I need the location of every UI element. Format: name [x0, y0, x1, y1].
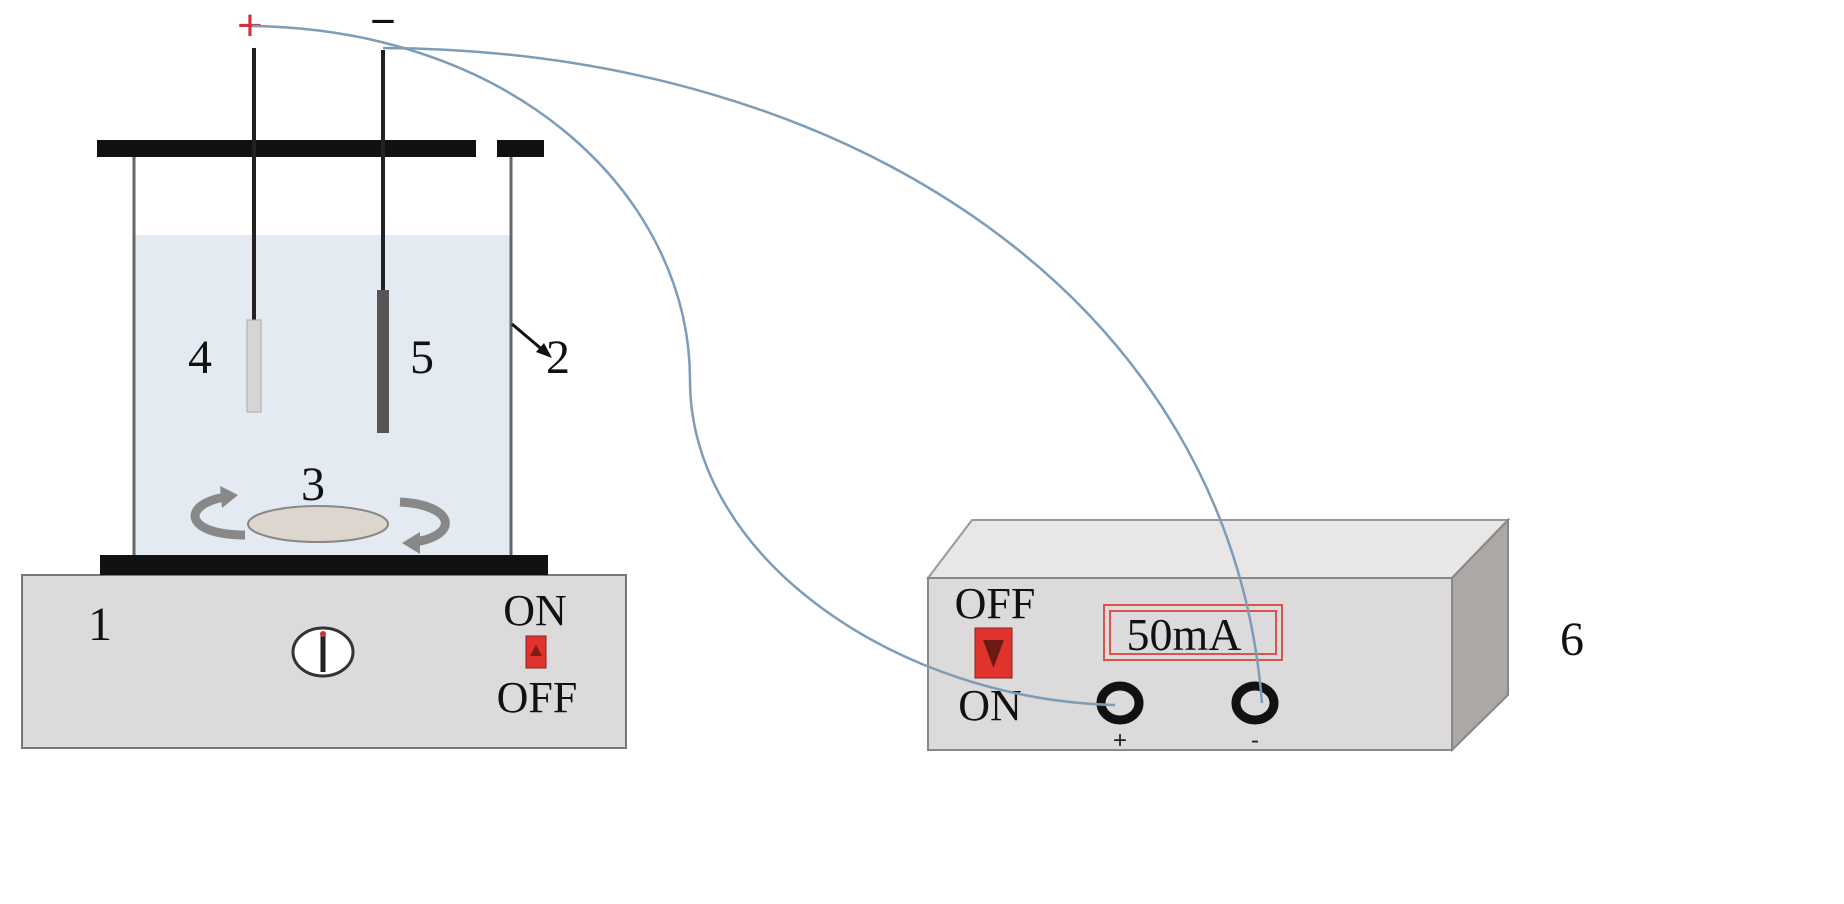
- negative-terminal[interactable]: [1231, 681, 1279, 725]
- anode-electrode: 4 +: [188, 1, 263, 413]
- label-anode: 4: [188, 331, 212, 384]
- beaker: 2: [97, 140, 570, 555]
- label-beaker: 2: [546, 331, 570, 384]
- knob-icon[interactable]: [291, 626, 355, 678]
- label-power-supply: 6: [1560, 613, 1584, 666]
- cathode-electrode: 5 −: [370, 0, 434, 433]
- stirrer-switch-off-label: OFF: [497, 673, 578, 722]
- negative-sign: −: [370, 0, 396, 46]
- stirrer-switch-on-label: ON: [503, 586, 567, 635]
- negative-wire: [382, 46, 1264, 704]
- power-supply: 50mA OFF ON + - 6: [925, 517, 1584, 754]
- power-switch-on-label: ON: [958, 681, 1022, 730]
- current-display: 50mA: [1103, 604, 1283, 661]
- lid: [97, 140, 476, 157]
- magnetic-stirrer: ON OFF 1: [21, 555, 627, 749]
- positive-wire: [251, 24, 1116, 707]
- negative-terminal-label: -: [1251, 727, 1259, 754]
- power-switch-off-label: OFF: [955, 579, 1036, 628]
- positive-terminal-label: +: [1113, 727, 1127, 754]
- label-stirrer: 1: [88, 598, 112, 651]
- current-readout: 50mA: [1127, 609, 1242, 660]
- rotate-arrow-icon: [190, 492, 246, 540]
- stirrer-power-switch[interactable]: [525, 635, 547, 669]
- positive-terminal[interactable]: [1096, 681, 1144, 725]
- stir-bar: 3: [190, 458, 450, 554]
- rotate-arrow-icon: [399, 497, 450, 547]
- label-cathode: 5: [410, 331, 434, 384]
- label-stir-bar: 3: [301, 458, 325, 511]
- power-supply-switch[interactable]: [974, 627, 1013, 679]
